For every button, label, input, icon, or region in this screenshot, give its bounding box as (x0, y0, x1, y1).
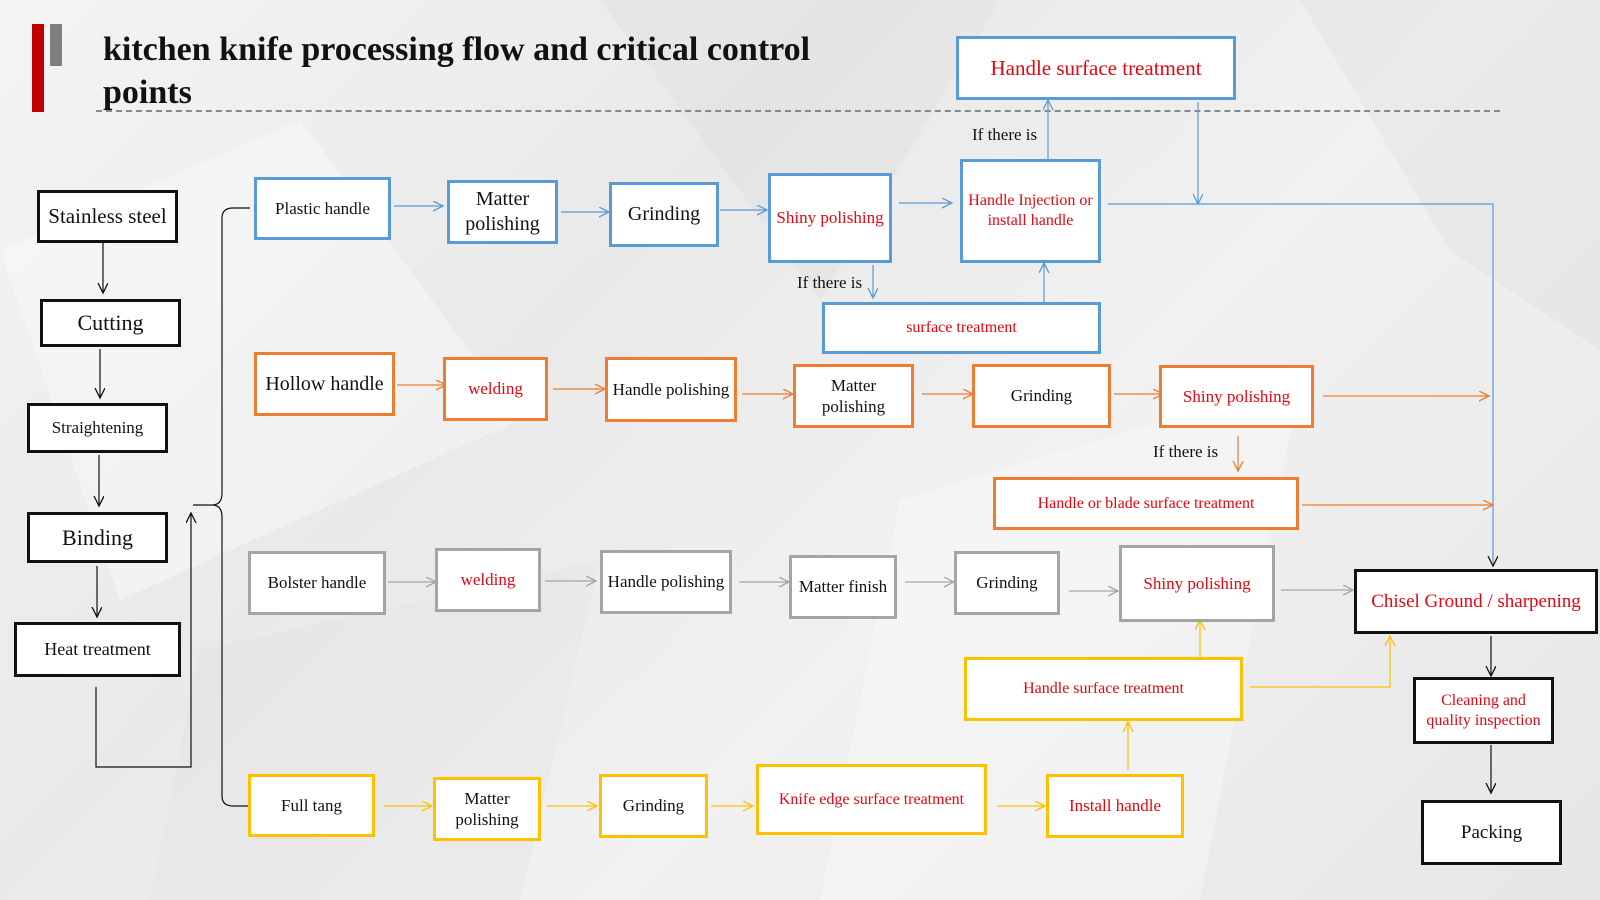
plastic-handle-surface-treatment-step: Handle surface treatment (956, 36, 1236, 100)
hollow-handle-polishing-step: Handle polishing (605, 357, 737, 422)
plastic-matter-polishing-label: Matter polishing (465, 188, 540, 235)
install-handle-label: Install handle (1068, 796, 1162, 816)
chisel-ground-label: Chisel Ground / sharpening (1371, 590, 1581, 612)
straightening-label: Straightening (51, 418, 144, 438)
cutting-step: Cutting (40, 299, 181, 347)
bolster-grinding-step: Grinding (954, 551, 1060, 615)
bolster-welding-label: welding (460, 570, 516, 590)
handle-injection-label: Handle Injection or install handle (968, 192, 1093, 229)
plastic-grinding-label: Grinding (627, 203, 701, 225)
handle-or-blade-surface-treatment-label: Handle or blade surface treatment (1037, 494, 1255, 512)
heat-treatment-label: Heat treatment (44, 639, 151, 660)
cutting-label: Cutting (77, 310, 144, 336)
chisel-ground-step: Chisel Ground / sharpening (1354, 569, 1598, 634)
hollow-welding-label: welding (468, 379, 523, 399)
title-divider (96, 110, 1500, 112)
stainless-steel-label: Stainless steel (48, 204, 167, 229)
binding-step: Binding (27, 512, 168, 563)
if-there-is-note-hollow: If there is (1153, 442, 1219, 461)
knife-edge-surface-treatment-label: Knife edge surface treatment (778, 790, 965, 808)
page-title: kitchen knife processing flow and critic… (103, 31, 811, 111)
plastic-matter-polishing-step: Matter polishing (447, 180, 558, 244)
hollow-matter-polishing-label: Matter polishing (821, 375, 886, 416)
hollow-shiny-polishing-step: Shiny polishing (1159, 365, 1314, 428)
plastic-grinding-step: Grinding (609, 182, 719, 247)
bolster-matter-finish-step: Matter finish (789, 555, 897, 619)
bolster-grinding-label: Grinding (976, 573, 1038, 593)
plastic-handle-step: Plastic handle (254, 177, 391, 240)
full-tang-label: Full tang (281, 795, 342, 815)
fulltang-matter-polishing-step: Matter polishing (433, 777, 541, 841)
bolster-shiny-polishing-label: Shiny polishing (1143, 573, 1251, 593)
bolster-handle-polishing-label: Handle polishing (607, 572, 725, 592)
packing-step: Packing (1421, 800, 1562, 865)
if-there-is-note-shiny: If there is (797, 273, 863, 292)
full-tang-step: Full tang (248, 774, 375, 837)
plastic-handle-label: Plastic handle (275, 198, 370, 218)
plastic-handle-surface-treatment-label: Handle surface treatment (990, 55, 1202, 80)
plastic-shiny-polishing-label: Shiny polishing (776, 208, 884, 228)
plastic-surface-treatment-label: surface treatment (906, 319, 1017, 336)
install-handle-step: Install handle (1046, 774, 1184, 838)
packing-label: Packing (1460, 821, 1523, 843)
bolster-handle-surface-treatment-step: Handle surface treatment (964, 657, 1243, 721)
handle-injection-step: Handle Injection or install handle (960, 159, 1101, 263)
title-accent-gray-bar (50, 24, 62, 66)
plastic-surface-treatment-step: surface treatment (822, 302, 1101, 354)
hollow-handle-step: Hollow handle (254, 352, 395, 416)
bolster-handle-polishing-step: Handle polishing (600, 550, 732, 614)
hollow-matter-polishing-step: Matter polishing (793, 364, 914, 428)
hollow-grinding-label: Grinding (1010, 386, 1073, 406)
title-accent-red-bar (32, 24, 44, 112)
bolster-matter-finish-label: Matter finish (798, 577, 888, 597)
stainless-steel-step: Stainless steel (37, 190, 178, 243)
bolster-handle-surface-treatment-label: Handle surface treatment (1023, 680, 1184, 697)
knife-edge-surface-treatment-step: Knife edge surface treatment (756, 764, 987, 835)
heat-treatment-step: Heat treatment (14, 622, 181, 677)
bolster-handle-label: Bolster handle (267, 573, 367, 593)
bolster-welding-step: welding (435, 548, 541, 612)
hollow-shiny-polishing-label: Shiny polishing (1182, 386, 1291, 406)
fulltang-grinding-label: Grinding (622, 796, 685, 816)
straightening-step: Straightening (27, 403, 168, 453)
hollow-handle-polishing-label: Handle polishing (612, 379, 730, 399)
hollow-welding-step: welding (443, 357, 548, 421)
handle-or-blade-surface-treatment-step: Handle or blade surface treatment (993, 477, 1299, 530)
plastic-shiny-polishing-step: Shiny polishing (768, 173, 892, 263)
cleaning-quality-inspection-label: Cleaning and quality inspection (1426, 692, 1541, 729)
hollow-handle-label: Hollow handle (265, 372, 384, 395)
bolster-handle-step: Bolster handle (248, 551, 386, 615)
bolster-shiny-polishing-step: Shiny polishing (1119, 545, 1275, 622)
fulltang-grinding-step: Grinding (599, 774, 708, 838)
hollow-grinding-step: Grinding (972, 364, 1111, 428)
cleaning-quality-inspection-step: Cleaning and quality inspection (1413, 677, 1554, 744)
fulltang-matter-polishing-label: Matter polishing (455, 788, 519, 829)
binding-label: Binding (62, 524, 133, 550)
if-there-is-note-top: If there is (972, 125, 1038, 144)
